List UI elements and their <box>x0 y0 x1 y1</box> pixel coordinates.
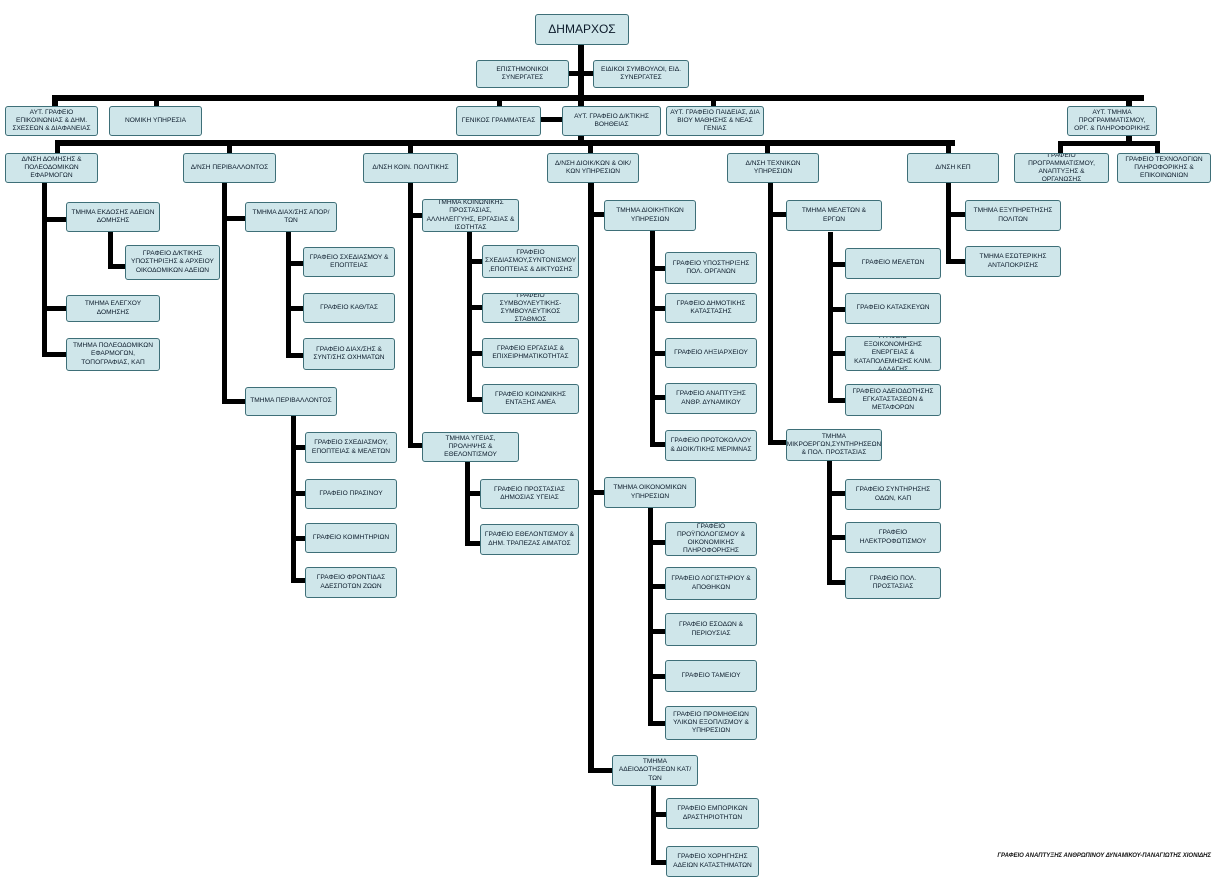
node-treasury-office: ΓΡΑΦΕΙΟ ΤΑΜΕΙΟΥ <box>665 660 757 692</box>
node-counseling-office: ΓΡΑΦΕΙΟ ΣΥΜΒΟΥΛΕΥΤΙΚΗΣ- ΣΥΜΒΟΥΛΕΥΤΙΚΟΣ Σ… <box>482 293 579 323</box>
node-communication-office: ΑΥΤ. ΓΡΑΦΕΙΟ ΕΠΙΚΟΙΝΩΝΙΑΣ & ΔΗΜ. ΣΧΕΣΕΩΝ… <box>5 106 98 136</box>
node-stray-animals-office: ΓΡΑΦΕΙΟ ΦΡΟΝΤΙΔΑΣ ΑΔΕΣΠΟΤΩΝ ΖΩΩΝ <box>305 567 397 598</box>
node-admin-services-dept: ΤΜΗΜΑ ΔΙΟΙΚΗΤΙΚΩΝ ΥΠΗΡΕΣΙΩΝ <box>604 200 696 231</box>
node-vehicle-office: ΓΡΑΦΕΙΟ ΔΙΑΧ/ΣΗΣ & ΣΥΝΤ/ΣΗΣ ΟΧΗΜΑΤΩΝ <box>303 338 395 370</box>
node-building-permits-dept: ΤΜΗΜΑ ΕΚΔΟΣΗΣ ΑΔΕΙΩΝ ΔΟΜΗΣΗΣ <box>66 202 160 232</box>
node-directorate-kep: Δ/ΝΣΗ ΚΕΠ <box>907 153 999 183</box>
node-finance-dept: ΤΜΗΜΑ ΟΙΚΟΝΟΜΙΚΩΝ ΥΠΗΡΕΣΙΩΝ <box>604 477 696 508</box>
node-programming-department: ΑΥΤ. ΤΜΗΜΑ ΠΡΟΓΡΑΜΜΑΤΙΣΜΟΥ, ΟΡΓ. & ΠΛΗΡΟ… <box>1067 106 1157 136</box>
node-procurement-office: ΓΡΑΦΕΙΟ ΠΡΟΜΗΘΕΙΩΝ ΥΛΙΚΩΝ ΕΞΟΠΛΙΣΜΟΥ & Υ… <box>665 706 757 740</box>
node-cemetery-office: ΓΡΑΦΕΙΟ ΚΟΙΜΗΤΗΡΙΩΝ <box>305 523 397 553</box>
node-shop-licenses-office: ΓΡΑΦΕΙΟ ΧΟΡΗΓΗΣΗΣ ΑΔΕΙΩΝ ΚΑΤΑΣΤΗΜΑΤΩΝ <box>666 846 759 877</box>
node-social-planning-office: ΓΡΑΦΕΙΟ ΣΧΕΔΙΑΣΜΟΥ,ΣΥΝΤΟΝΙΣΜΟΥ ,ΕΠΟΠΤΕΙΑ… <box>482 245 579 278</box>
node-directorate-administration: Δ/ΝΣΗ ΔΙΟΙΚ/ΚΩΝ & ΟΙΚ/ΚΩΝ ΥΠΗΡΕΣΙΩΝ <box>547 153 639 183</box>
node-mayor: ΔΗΜΑΡΧΟΣ <box>535 14 629 45</box>
node-civil-protection-office: ΓΡΑΦΕΙΟ ΠΟΛ. ΠΡΟΣΤΑΣΙΑΣ <box>845 567 941 599</box>
node-scientific-partners: ΕΠΙΣΤΗΜΟΝΙΚΟΙ ΣΥΝΕΡΓΑΤΕΣ <box>476 60 569 88</box>
node-health-dept: ΤΜΗΜΑ ΥΓΕΙΑΣ, ΠΡΟΛΗΨΗΣ & ΕΘΕΛΟΝΤΙΣΜΟΥ <box>422 432 519 462</box>
node-accounting-office: ΓΡΑΦΕΙΟ ΛΟΓΙΣΤΗΡΙΟΥ & ΑΠΟΘΗΚΩΝ <box>665 567 757 600</box>
node-construction-office: ΓΡΑΦΕΙΟ ΚΑΤΑΣΚΕΥΩΝ <box>845 293 941 324</box>
node-programming-office: ΓΡΑΦΕΙΟ ΠΡΟΓΡΑΜΜΑΤΙΣΜΟΥ, ΑΝΑΠΤΥΞΗΣ & ΟΡΓ… <box>1014 153 1109 183</box>
node-cleaning-office: ΓΡΑΦΕΙΟ ΚΑΘ/ΤΑΣ <box>303 293 395 323</box>
node-civil-status-office: ΓΡΑΦΕΙΟ ΔΗΜΟΤΙΚΗΣ ΚΑΤΑΣΤΑΣΗΣ <box>665 293 757 323</box>
node-special-advisors: ΕΙΔΙΚΟΙ ΣΥΜΒΟΥΛΟΙ, ΕΙΔ. ΣΥΝΕΡΓΑΤΕΣ <box>593 60 689 88</box>
node-directorate-social-policy: Δ/ΝΣΗ ΚΟΙΝ. ΠΟΛΙΤΙΚΗΣ <box>363 153 458 183</box>
node-admin-help-office: ΑΥΤ. ΓΡΑΦΕΙΟ Δ/ΚΤΙΚΗΣ ΒΟΗΘΕΙΑΣ <box>562 106 661 136</box>
node-building-support-office: ΓΡΑΦΕΙΟ Δ/ΚΤΙΚΗΣ ΥΠΟΣΤΗΡΙΞΗΣ & ΑΡΧΕΙΟΥ Ο… <box>125 245 220 280</box>
node-hr-office: ΓΡΑΦΕΙΟ ΑΝΑΠΤΥΞΗΣ ΑΝΘΡ. ΔΥΝΑΜΙΚΟΥ <box>665 383 757 414</box>
node-legal-service: ΝΟΜΙΚΗ ΥΠΗΡΕΣΙΑ <box>109 106 202 136</box>
node-studies-office: ΓΡΑΦΕΙΟ ΜΕΛΕΤΩΝ <box>845 248 941 279</box>
node-directorate-technical: Δ/ΝΣΗ ΤΕΧΝΙΚΩΝ ΥΠΗΡΕΣΙΩΝ <box>727 153 819 183</box>
node-budget-office: ΓΡΑΦΕΙΟ ΠΡΟΫΠΟΛΟΓΙΣΜΟΥ & ΟΙΚΟΝΟΜΙΚΗΣ ΠΛΗ… <box>665 522 757 556</box>
node-citizen-service-dept: ΤΜΗΜΑ ΕΞΥΠΗΡΕΤΗΣΗΣ ΠΟΛΙΤΩΝ <box>965 200 1061 231</box>
node-waste-management-dept: ΤΜΗΜΑ ΔΙΑΧ/ΣΗΣ ΑΠΟΡ/ΤΩΝ <box>245 202 337 232</box>
node-commerce-office: ΓΡΑΦΕΙΟ ΕΜΠΟΡΙΚΩΝ ΔΡΑΣΤΗΡΙΟΤΗΤΩΝ <box>666 798 759 829</box>
node-education-office: ΑΥΤ. ΓΡΑΦΕΙΟ ΠΑΙΔΕΙΑΣ, ΔΙΑ ΒΙΟΥ ΜΑΘΗΣΗΣ … <box>666 106 764 136</box>
node-directorate-environment: Δ/ΝΣΗ ΠΕΡΙΒΑΛΛΟΝΤΟΣ <box>183 153 276 183</box>
node-volunteer-office: ΓΡΑΦΕΙΟ ΕΘΕΛΟΝΤΙΣΜΟΥ & ΔΗΜ. ΤΡΑΠΕΖΑΣ ΑΙΜ… <box>480 524 579 555</box>
node-roads-office: ΓΡΑΦΕΙΟ ΣΥΝΤΗΡΗΣΗΣ ΟΔΩΝ, ΚΑΠ <box>845 479 941 510</box>
node-studies-works-dept: ΤΜΗΜΑ ΜΕΛΕΤΩΝ & ΕΡΓΩΝ <box>786 200 882 231</box>
node-env-planning-office: ΓΡΑΦΕΙΟ ΣΧΕΔΙΑΣΜΟΥ & ΕΠΟΠΤΕΙΑΣ <box>303 247 395 277</box>
node-building-control-dept: ΤΜΗΜΑ ΕΛΕΓΧΟΥ ΔΟΜΗΣΗΣ <box>66 295 160 322</box>
node-political-organs-office: ΓΡΑΦΕΙΟ ΥΠΟΣΤΗΡΙΞΗΣ ΠΟΛ. ΟΡΓΑΝΩΝ <box>665 252 757 284</box>
node-protocol-office: ΓΡΑΦΕΙΟ ΠΡΩΤΟΚΟΛΛΟΥ & ΔΙΟΙΚ/ΤΙΚΗΣ ΜΕΡΙΜΝ… <box>665 430 757 461</box>
node-amea-office: ΓΡΑΦΕΙΟ ΚΟΙΝΩΝΙΚΗΣ ΕΝΤΑΞΗΣ ΑΜΕΑ <box>482 384 579 414</box>
node-internal-correspondence-dept: ΤΜΗΜΑ ΕΣΩΤΕΡΙΚΗΣ ΑΝΤΑΠΟΚΡΙΣΗΣ <box>965 246 1061 277</box>
author-credit: ΓΡΑΦΕΙΟ ΑΝΑΠΤΥΞΗΣ ΑΝΘΡΩΠΙΝΟΥ ΔΥΝΑΜΙΚΟΥ-Π… <box>997 853 1211 859</box>
node-work-office: ΓΡΑΦΕΙΟ ΕΡΓΑΣΙΑΣ & ΕΠΙΧΕΙΡΗΜΑΤΙΚΟΤΗΤΑΣ <box>482 338 579 368</box>
node-lighting-office: ΓΡΑΦΕΙΟ ΗΛΕΚΤΡΟΦΩΤΙΣΜΟΥ <box>845 522 941 553</box>
node-general-secretary: ΓΕΝΙΚΟΣ ΓΡΑΜΜΑΤΕΑΣ <box>456 106 541 136</box>
node-revenue-office: ΓΡΑΦΕΙΟ ΕΣΟΔΩΝ & ΠΕΡΙΟΥΣΙΑΣ <box>665 613 757 646</box>
node-env-studies-office: ΓΡΑΦΕΙΟ ΣΧΕΔΙΑΣΜΟΥ, ΕΠΟΠΤΕΙΑΣ & ΜΕΛΕΤΩΝ <box>305 432 397 463</box>
node-environment-dept: ΤΜΗΜΑ ΠΕΡΙΒΑΛΛΟΝΤΟΣ <box>245 387 337 416</box>
node-small-works-dept: ΤΜΗΜΑ ΜΙΚΡΟΕΡΓΩΝ,ΣΥΝΤΗΡΗΣΕΩΝ & ΠΟΛ. ΠΡΟΣ… <box>786 429 882 461</box>
node-social-protection-dept: ΤΜΗΜΑ ΚΟΙΝΩΝΙΚΗΣ ΠΡΟΣΤΑΣΙΑΣ, ΑΛΛΗΛΕΓΓΥΗΣ… <box>422 199 519 232</box>
node-public-health-office: ΓΡΑΦΕΙΟ ΠΡΟΣΤΑΣΙΑΣ ΔΗΜΟΣΙΑΣ ΥΓΕΙΑΣ <box>480 479 579 509</box>
node-energy-office: ΓΡΑΦΕΙΟ ΕΞΟΙΚΟΝΟΜΗΣΗΣ ΕΝΕΡΓΕΙΑΣ & ΚΑΤΑΠΟ… <box>845 336 941 371</box>
node-urban-planning-dept: ΤΜΗΜΑ ΠΟΛΕΟΔΟΜΙΚΩΝ ΕΦΑΡΜΟΓΩΝ, ΤΟΠΟΓΡΑΦΙΑ… <box>66 338 160 371</box>
node-registry-office: ΓΡΑΦΕΙΟ ΛΗΞΙΑΡΧΕΙΟΥ <box>665 338 757 368</box>
node-green-office: ΓΡΑΦΕΙΟ ΠΡΑΣΙΝΟΥ <box>305 479 397 509</box>
node-directorate-building: Δ/ΝΣΗ ΔΟΜΗΣΗΣ & ΠΟΛΕΟΔΟΜΙΚΩΝ ΕΦΑΡΜΟΓΩΝ <box>5 153 98 183</box>
node-licensing-dept: ΤΜΗΜΑ ΑΔΕΙΟΔΟΤΗΣΕΩΝ ΚΑΤ/ΤΩΝ <box>612 755 698 786</box>
node-it-office: ΓΡΑΦΕΙΟ ΤΕΧΝΟΛΟΓΙΩΝ ΠΛΗΡΟΦΟΡΙΚΗΣ & ΕΠΙΚΟ… <box>1117 153 1211 183</box>
node-transport-office: ΓΡΑΦΕΙΟ ΑΔΕΙΟΔΟΤΗΣΗΣ ΕΓΚΑΤΑΣΤΑΣΕΩΝ & ΜΕΤ… <box>845 384 941 416</box>
